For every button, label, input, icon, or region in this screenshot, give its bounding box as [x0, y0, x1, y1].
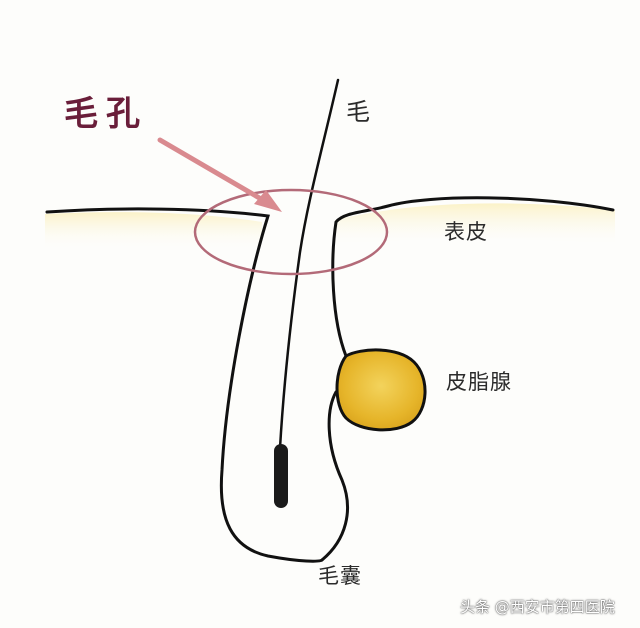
sebaceous-gland-label: 皮脂腺	[446, 370, 512, 394]
pore-arrow	[157, 137, 282, 212]
watermark-text: 头条 @西安市第四医院	[460, 598, 615, 616]
hair-label: 毛	[346, 98, 371, 126]
pore-circle	[193, 188, 389, 276]
epidermis-band	[45, 212, 262, 250]
hair-shaft	[278, 78, 340, 450]
sebaceous-gland	[335, 348, 427, 432]
hair-root	[274, 444, 288, 508]
follicle-outline-left	[45, 207, 324, 563]
hair-follicle-label: 毛囊	[318, 564, 362, 588]
epidermis-label: 表皮	[444, 220, 488, 244]
pore-label: 毛孔	[64, 94, 148, 134]
follicle-outline-lower-right	[320, 390, 350, 562]
epidermis-band-right	[335, 203, 615, 246]
